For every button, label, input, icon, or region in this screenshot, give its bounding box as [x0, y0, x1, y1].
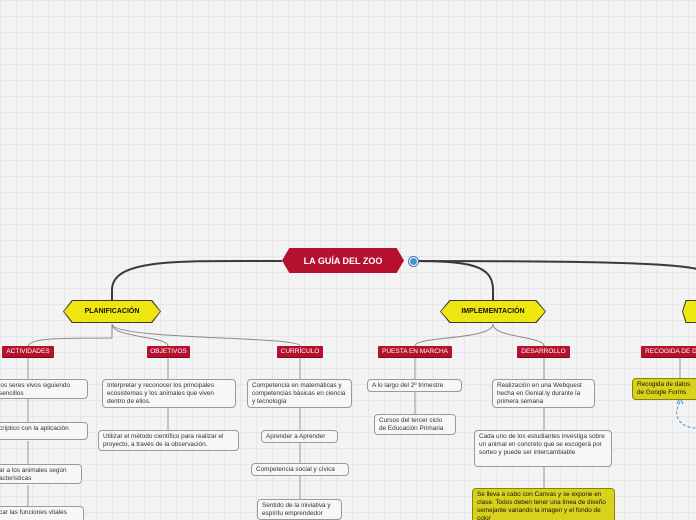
leaf-puesta-1[interactable]: A lo largo del 2º trimestre — [367, 379, 462, 392]
leaf-actividades-2[interactable]: críptico con la aplicación — [0, 422, 88, 440]
leaf-desarrollo-2[interactable]: Cada uno de los estudiantes investiga so… — [474, 430, 612, 467]
leaf-objetivos-1[interactable]: Interpretar y reconocer los principales … — [102, 379, 236, 408]
main-topic-implementacion[interactable]: IMPLEMENTACIÓN — [441, 301, 545, 322]
leaf-recogida-1[interactable]: Recogida de datos de Google Forms — [632, 378, 696, 400]
leaf-actividades-1[interactable]: los seres vivos siguiendo sencillos — [0, 379, 88, 399]
leaf-curriculo-4[interactable]: Sentido de la iniviativa y espíritu empr… — [257, 499, 342, 520]
subtopic-actividades[interactable]: ACTIVIDADES — [2, 346, 54, 357]
collapse-toggle-icon[interactable] — [409, 257, 418, 266]
root-topic[interactable]: LA GUÍA DEL ZOO — [282, 248, 404, 273]
main-topic-third[interactable] — [683, 301, 696, 322]
subtopic-recogida-de-datos[interactable]: RECOGIDA DE D — [641, 346, 696, 357]
subtopic-objetivos[interactable]: OBJETIVOS — [147, 346, 190, 357]
leaf-curriculo-3[interactable]: Competencia social y cívica — [251, 463, 349, 476]
subtopic-puesta-en-marcha[interactable]: PUESTA EN MARCHA — [378, 346, 452, 357]
subtopic-curriculo[interactable]: CURRÍCULO — [277, 346, 323, 357]
subtopic-desarrollo[interactable]: DESARROLLO — [517, 346, 570, 357]
leaf-curriculo-2[interactable]: Aprender a Aprender — [261, 430, 338, 443]
leaf-curriculo-1[interactable]: Competencia en matemáticas y competencia… — [247, 379, 352, 408]
leaf-objetivos-2[interactable]: Utilizar el método científico para reali… — [98, 430, 239, 451]
leaf-desarrollo-3[interactable]: Se lleva a cabo con Canvas y se expone e… — [472, 488, 615, 520]
leaf-actividades-3[interactable]: ar a los animales según acterísticas — [0, 464, 82, 484]
leaf-desarrollo-1[interactable]: Realización en una Webquest hecha en Gen… — [492, 379, 595, 408]
leaf-puesta-2[interactable]: Cursos del tercer ciclo de Educación Pri… — [374, 414, 456, 435]
leaf-actividades-4[interactable]: car las funciones vitales — [0, 506, 84, 520]
main-topic-planificacion[interactable]: PLANIFICACIÓN — [64, 301, 160, 322]
